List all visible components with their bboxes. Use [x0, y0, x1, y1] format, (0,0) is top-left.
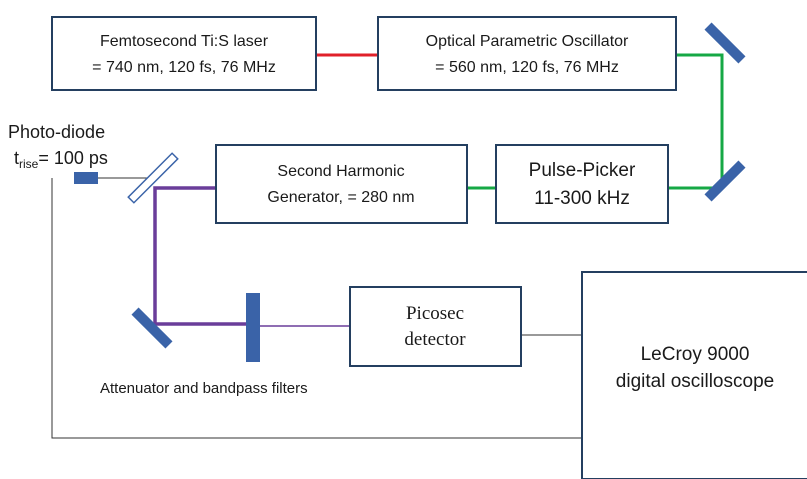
rise-time-subscript: rise	[19, 157, 39, 171]
mirror-icon	[704, 22, 746, 64]
laser-title: Femtosecond Ti:S laser	[100, 33, 269, 50]
oscilloscope-subtitle: digital oscilloscope	[616, 371, 774, 392]
opo-title: Optical Parametric Oscillator	[426, 33, 629, 50]
oscilloscope-title: LeCroy 9000	[641, 344, 750, 365]
photodiode-label: Photo-diode	[8, 122, 105, 142]
rise-time-label: trise= 100 ps	[14, 148, 108, 171]
opo-box	[377, 16, 677, 91]
detector-title: Picosec	[406, 303, 464, 324]
mirror-icon	[704, 160, 746, 202]
shg-specs: Generator, = 280 nm	[267, 189, 414, 206]
filters-label: Attenuator and bandpass filters	[100, 380, 308, 397]
beam-splitter-icon	[127, 152, 179, 204]
rise-time-symbol: t	[14, 148, 19, 168]
shg-box	[215, 144, 468, 224]
oscilloscope-box	[581, 271, 807, 479]
detector-subtitle: detector	[404, 329, 466, 350]
pulse-picker-rate: 11-300 kHz	[534, 188, 630, 209]
photodiode-icon	[74, 172, 98, 184]
pulse-picker-box	[495, 144, 669, 224]
opo-specs: = 560 nm, 120 fs, 76 MHz	[435, 59, 619, 76]
laser-specs: = 740 nm, 120 fs, 76 MHz	[92, 59, 276, 76]
filter-icon	[246, 293, 260, 362]
laser-box	[51, 16, 317, 91]
photodiode-cable	[51, 178, 582, 439]
purple-beam-uv	[153, 186, 250, 326]
shg-title: Second Harmonic	[277, 163, 404, 180]
pulse-picker-title: Pulse-Picker	[529, 160, 636, 181]
detector-box	[349, 286, 522, 367]
mirror-icon	[131, 307, 173, 349]
rise-time-value: = 100 ps	[38, 148, 108, 168]
green-beam-opo-mirror	[676, 53, 724, 188]
